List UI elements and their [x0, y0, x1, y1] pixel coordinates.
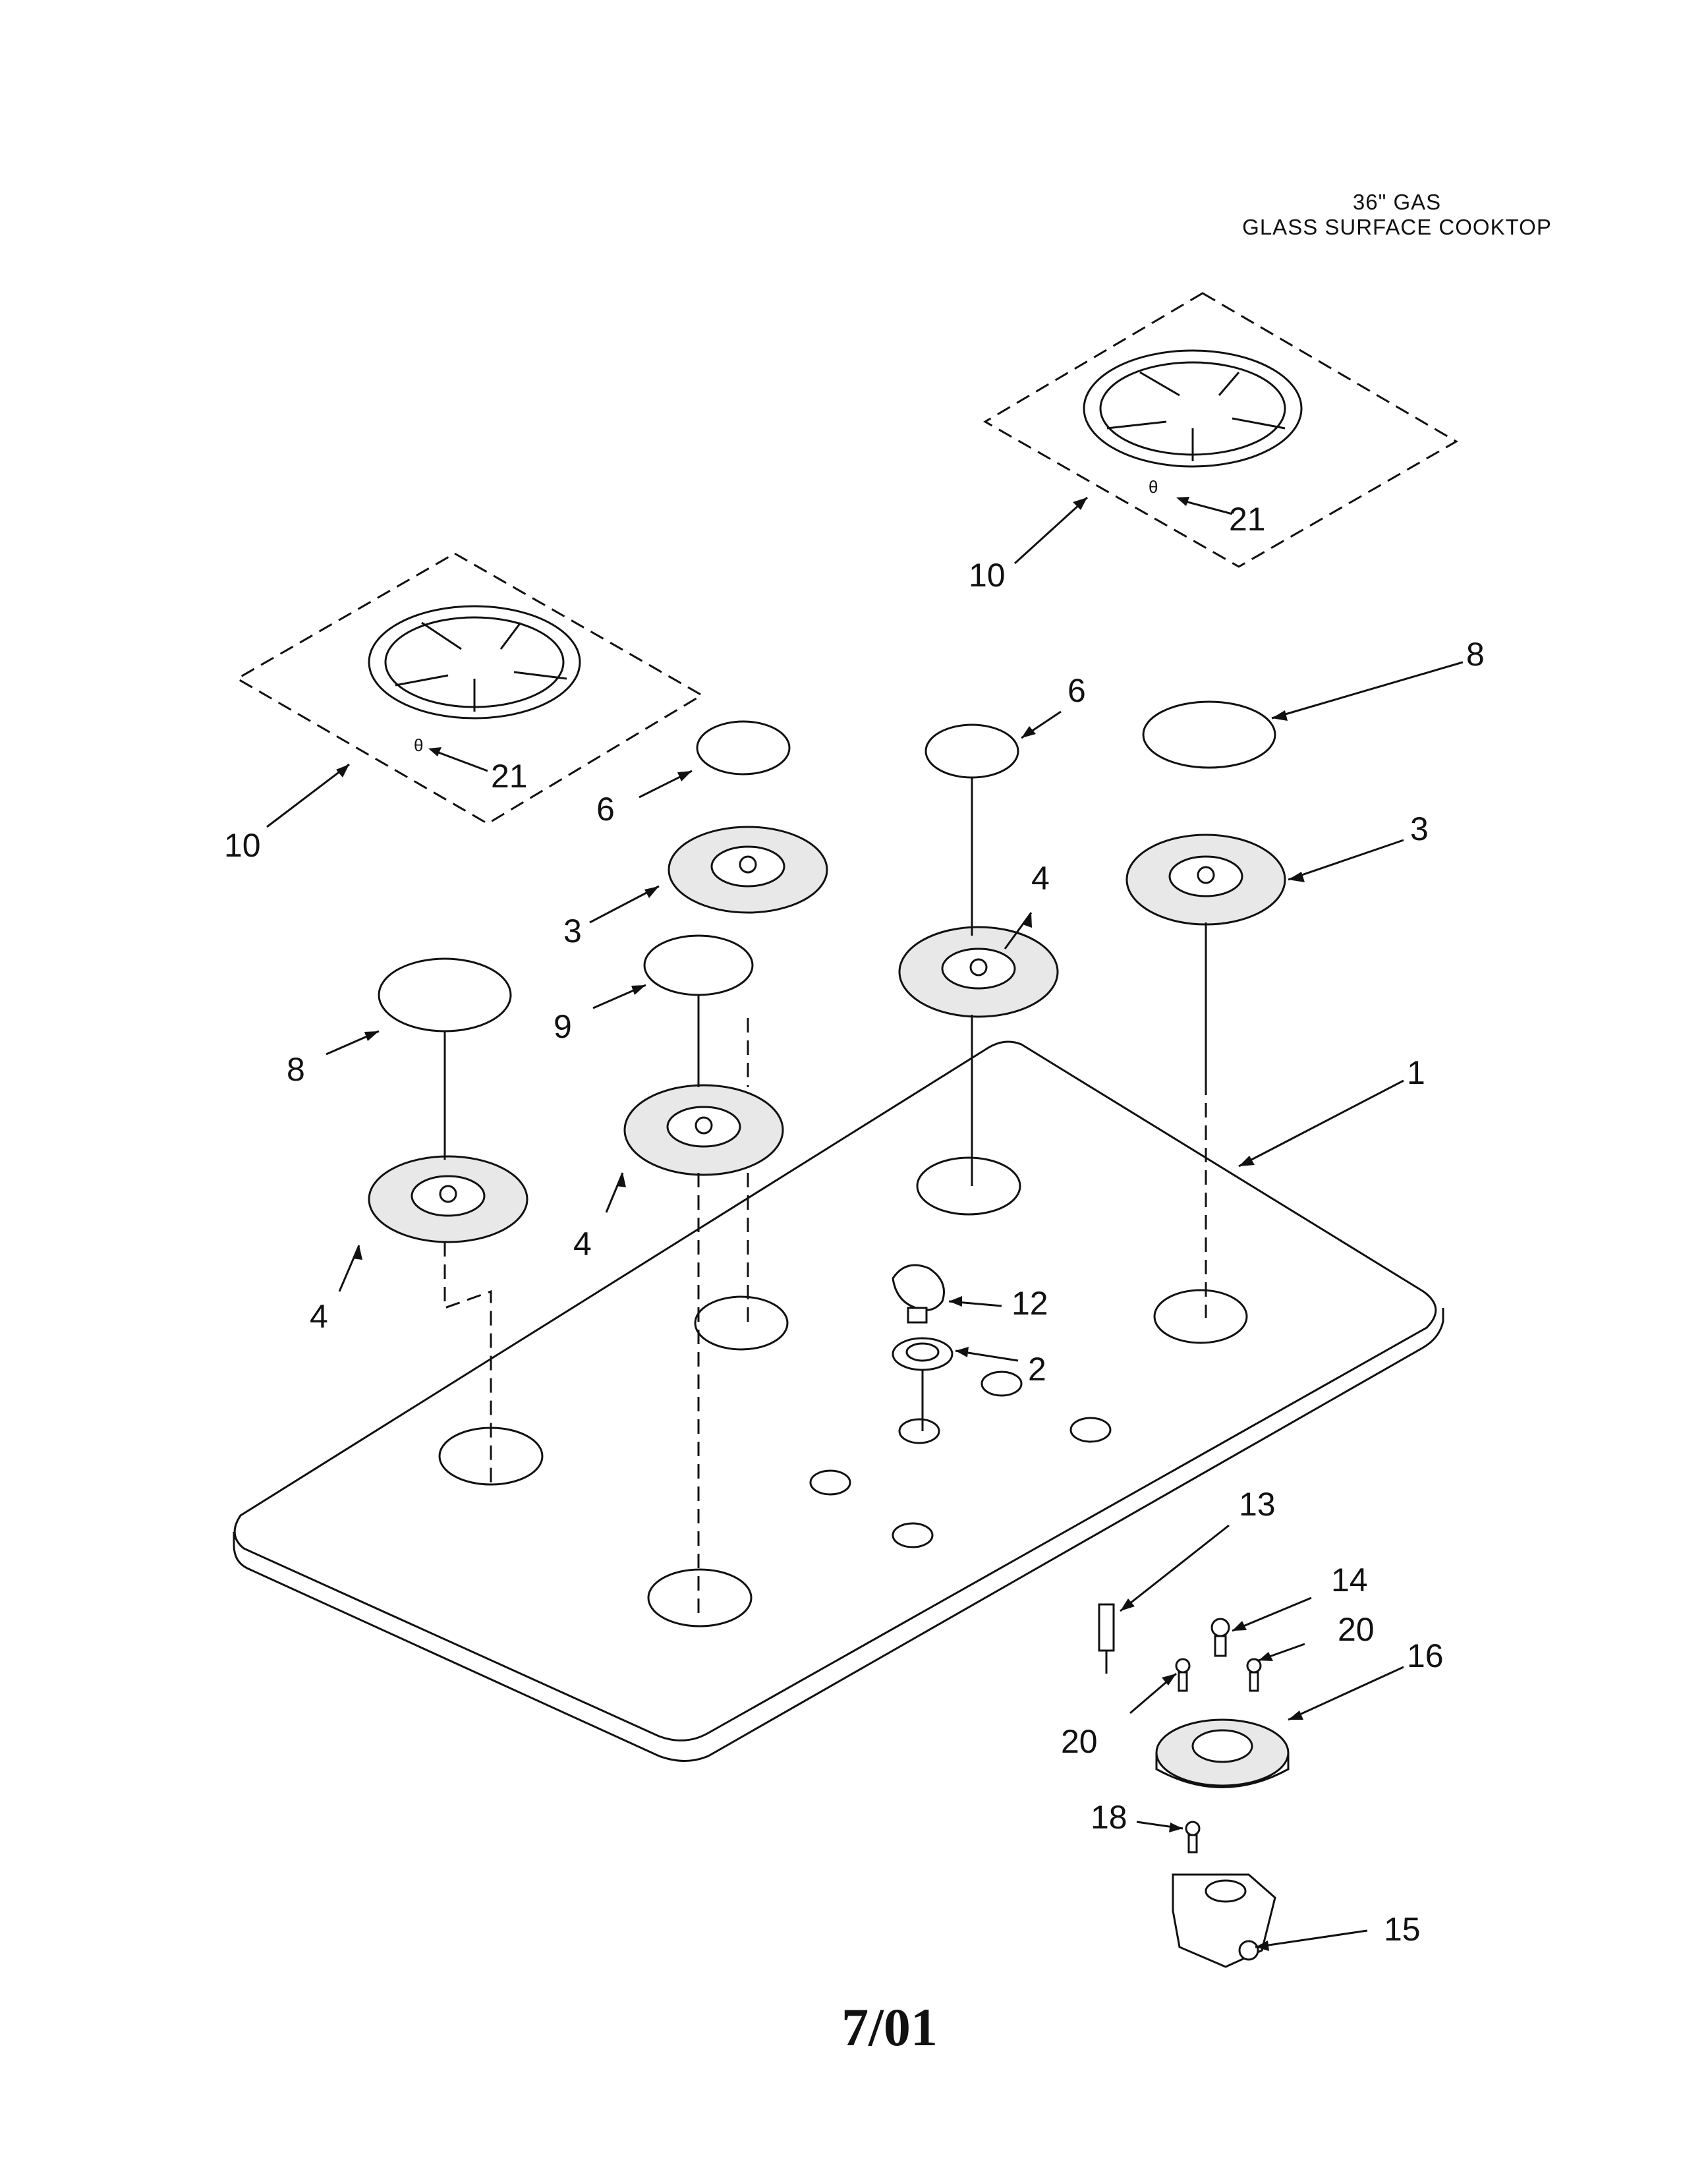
burner-hole-front-center [647, 1568, 753, 1627]
callout-3-right: 3 [1410, 810, 1429, 847]
burner-cap-8-left [378, 957, 512, 1033]
grate-right [983, 292, 1458, 568]
callout-8-right: 8 [1466, 636, 1485, 673]
burner-cap-6-center [925, 723, 1019, 779]
small-parts [892, 1264, 1290, 1968]
callout-10-left: 10 [224, 827, 261, 864]
callout-14: 14 [1331, 1562, 1368, 1599]
date-code: 7/01 [841, 1997, 938, 2057]
callout-1: 1 [1407, 1054, 1425, 1091]
burner-cap-9 [643, 934, 754, 996]
callout-21-right: 21 [1229, 501, 1266, 538]
knob-stem [907, 1307, 928, 1324]
callout-20-left: 20 [1061, 1723, 1098, 1760]
callout-2: 2 [1028, 1351, 1046, 1388]
diagram-title-line2: GLASS SURFACE COOKTOP [1242, 215, 1552, 239]
igniter-electrode [1098, 1603, 1115, 1652]
leader-arrows: θ θ [266, 477, 1464, 1951]
burner-assemblies [368, 700, 1286, 1243]
callout-6-center: 6 [1068, 672, 1086, 709]
callout-4-left: 4 [310, 1298, 328, 1335]
callout-9: 9 [554, 1008, 572, 1045]
burner-cap-6-left [696, 720, 791, 776]
callout-12: 12 [1011, 1285, 1048, 1322]
callout-16: 16 [1407, 1637, 1444, 1674]
callout-15: 15 [1384, 1911, 1421, 1948]
callout-4-center: 4 [1031, 860, 1050, 897]
diagram-title-line1: 36" GAS [1352, 190, 1442, 214]
burner-hole-right [1153, 1289, 1248, 1344]
burner-hole-rear-center [916, 1156, 1021, 1216]
orifice [1210, 1618, 1230, 1637]
svg-text:θ: θ [1149, 477, 1158, 497]
callout-labels: 1 2 3 3 4 4 4 6 6 8 8 9 10 10 12 13 14 1… [224, 501, 1485, 1948]
alignment-lines [443, 778, 1207, 1621]
callout-13: 13 [1239, 1486, 1276, 1523]
callout-3-left: 3 [563, 913, 582, 949]
callout-8-left: 8 [287, 1051, 305, 1088]
callout-18: 18 [1091, 1799, 1127, 1836]
glass-cooktop [233, 1040, 1444, 1762]
burner-hole-center-left [694, 1295, 789, 1351]
svg-text:θ: θ [414, 735, 423, 755]
callout-4-middle: 4 [573, 1226, 592, 1262]
callout-20-right: 20 [1338, 1611, 1375, 1648]
burner-cap-8-right [1142, 700, 1276, 769]
callout-6-left: 6 [596, 791, 615, 828]
callout-10-right: 10 [969, 557, 1006, 594]
grate-left [235, 552, 704, 825]
control-knob [892, 1264, 945, 1311]
callout-21-left: 21 [491, 758, 528, 795]
